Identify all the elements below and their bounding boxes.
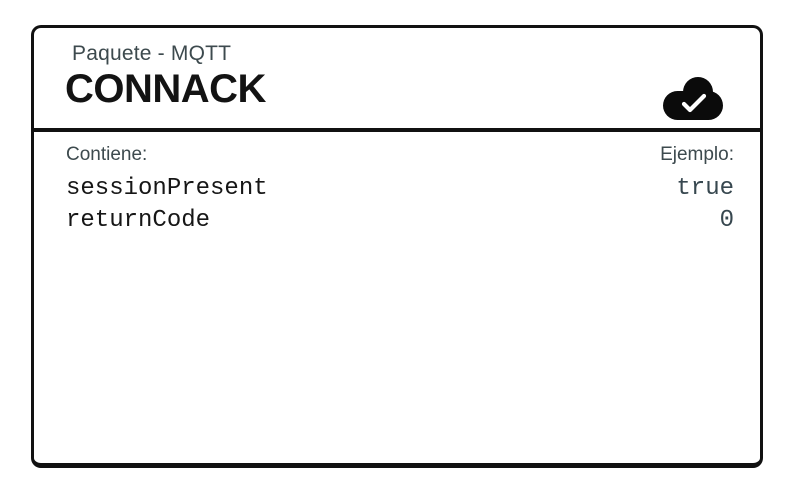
packet-type-label: Paquete - MQTT — [72, 42, 232, 65]
example-label: Ejemplo: — [660, 144, 734, 165]
packet-name-title: CONNACK — [65, 67, 266, 111]
field-value: 0 — [719, 207, 734, 234]
card-body: Contiene: Ejemplo: sessionPresent true r… — [34, 132, 760, 237]
field-name: sessionPresent — [66, 175, 268, 202]
contains-label: Contiene: — [66, 144, 148, 165]
mqtt-packet-card: Paquete - MQTT CONNACK Contiene: Ejemplo… — [31, 25, 763, 468]
cloud-check-icon — [663, 77, 723, 120]
card-header: Paquete - MQTT CONNACK — [34, 28, 760, 132]
column-labels-row: Contiene: Ejemplo: — [66, 143, 734, 167]
field-name: returnCode — [66, 207, 211, 234]
field-row: returnCode 0 — [66, 205, 734, 237]
field-row: sessionPresent true — [66, 173, 734, 205]
field-value: true — [676, 175, 734, 202]
